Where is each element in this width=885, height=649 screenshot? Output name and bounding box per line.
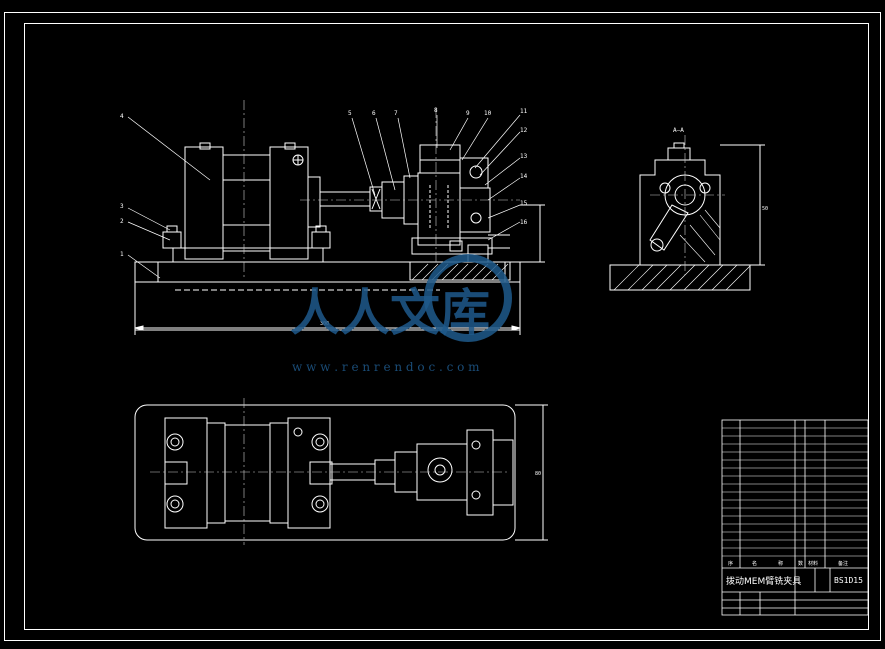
lever-arm	[649, 204, 689, 251]
title-block	[721, 419, 869, 616]
callout-7: 7	[394, 110, 398, 117]
cylinder-body	[222, 154, 271, 252]
header-col-index: 序	[728, 560, 733, 567]
inner-border	[24, 23, 869, 630]
callout-11: 11	[520, 108, 528, 115]
length-dimension: 300	[320, 321, 329, 327]
callout-16: 16	[520, 219, 528, 226]
section-view	[609, 135, 765, 291]
section-body	[639, 159, 721, 266]
header-col-material: 材料	[808, 560, 818, 567]
callout-9: 9	[466, 110, 470, 117]
section-height-dim: 50	[762, 206, 768, 212]
callout-12: 12	[520, 127, 528, 134]
callout-3: 3	[120, 203, 124, 210]
piston-rod	[307, 176, 321, 228]
cylinder-flange-left	[184, 146, 224, 260]
callout-6: 6	[372, 110, 376, 117]
header-col-remarks: 备注	[838, 560, 848, 567]
base-plate	[134, 261, 521, 331]
plan-view	[134, 398, 548, 545]
callout-leaders	[127, 114, 521, 279]
callout-labels: 4 3 2 1 5 6 7 8 9 10 11 12 13 14 15 16	[120, 107, 528, 258]
callout-10: 10	[484, 110, 492, 117]
callout-14: 14	[520, 173, 528, 180]
header-col-name-1: 名	[752, 560, 757, 567]
header-col-name-2: 称	[778, 560, 783, 567]
cylinder-flange-right	[269, 146, 309, 260]
drawing-number: BS1D15	[834, 576, 863, 585]
callout-13: 13	[520, 153, 528, 160]
watermark-url: w w w . r e n r e n d o c . c o m	[292, 360, 480, 374]
header-col-qty: 数	[798, 560, 803, 567]
section-label: A—A	[673, 127, 684, 134]
callout-2: 2	[120, 218, 124, 225]
callout-4: 4	[120, 113, 124, 120]
plan-base-plate	[134, 404, 516, 541]
callout-1: 1	[120, 251, 124, 258]
plan-width-dim: 80	[535, 471, 541, 477]
callout-5: 5	[348, 110, 352, 117]
clamp-column	[417, 172, 461, 246]
callout-15: 15	[520, 200, 528, 207]
callout-8: 8	[434, 107, 438, 114]
renrendoc-logo-icon	[424, 254, 512, 342]
watermark-brand: 人人文库	[290, 283, 490, 342]
title-block-header: 序 名 称 数 材料 备注	[728, 560, 848, 567]
clamp-top-block	[419, 144, 461, 174]
drawing-title: 拨动MEM臂铣夹具	[726, 575, 801, 587]
front-view	[134, 100, 545, 335]
section-base	[609, 264, 751, 291]
outer-border	[4, 12, 881, 641]
